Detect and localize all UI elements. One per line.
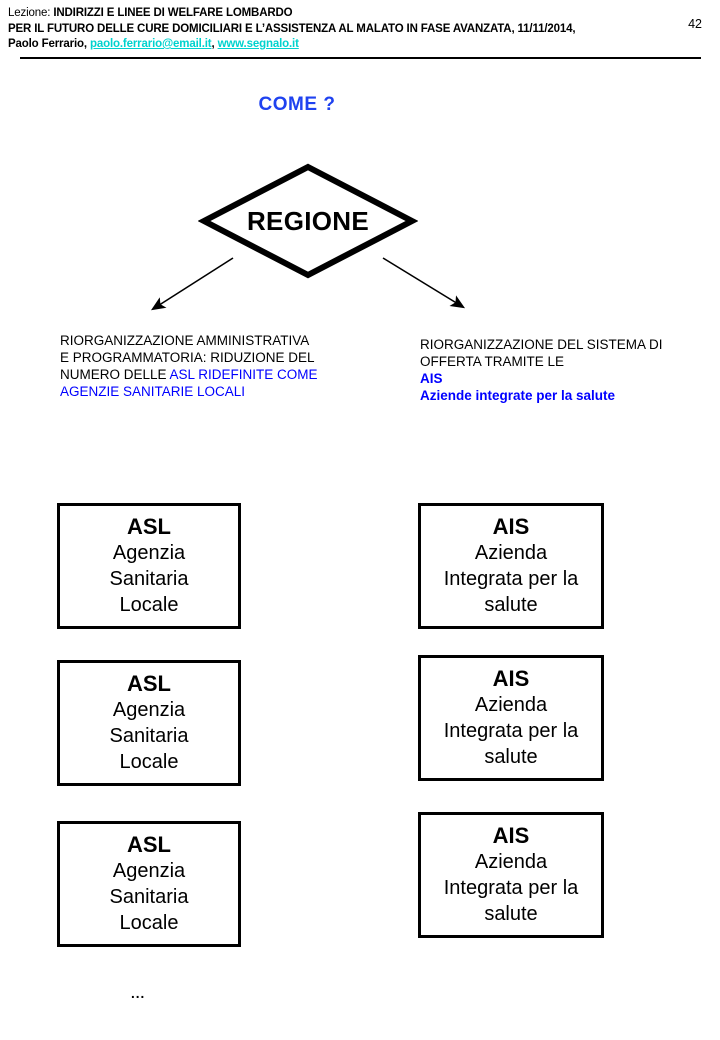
ais-box-3-line-1: Azienda bbox=[474, 851, 548, 873]
asl-box-3-line-2: Sanitaria bbox=[109, 886, 189, 908]
header-website-link[interactable]: www.segnalo.it bbox=[217, 38, 299, 50]
ais-box-1-line-1: Azienda bbox=[474, 542, 548, 564]
asl-box-1-line-3: Locale bbox=[119, 594, 179, 616]
asl-box-3[interactable]: ASL Agenzia Sanitaria Locale bbox=[57, 821, 241, 947]
description-left-black: RIORGANIZZAZIONE AMMINISTRATIVA E PROGRA… bbox=[60, 333, 315, 382]
ais-box-3-acronym: AIS bbox=[492, 823, 530, 848]
ais-box-2-acronym: AIS bbox=[492, 666, 530, 691]
ais-box-3-line-3: salute bbox=[484, 903, 538, 925]
asl-box-3-line-1: Agenzia bbox=[112, 860, 186, 882]
ais-box-1[interactable]: AIS Azienda Integrata per la salute bbox=[418, 503, 604, 629]
description-right-expansion: Aziende integrate per la salute bbox=[420, 388, 616, 403]
header-link-separator: , bbox=[211, 38, 215, 50]
asl-box-2[interactable]: ASL Agenzia Sanitaria Locale bbox=[57, 660, 241, 786]
description-left-asl: RIORGANIZZAZIONE AMMINISTRATIVA E PROGRA… bbox=[60, 332, 320, 400]
description-left-blue: ASL RIDEFINITE COME AGENZIE SANITARIE LO… bbox=[60, 367, 318, 399]
description-right-acronym: AIS bbox=[420, 371, 443, 386]
asl-box-1[interactable]: ASL Agenzia Sanitaria Locale bbox=[57, 503, 241, 629]
asl-box-1-line-2: Sanitaria bbox=[109, 568, 189, 590]
asl-box-2-line-2: Sanitaria bbox=[109, 725, 189, 747]
description-right-black: RIORGANIZZAZIONE DEL SISTEMA DI OFFERTA … bbox=[420, 337, 663, 369]
description-right-ais: RIORGANIZZAZIONE DEL SISTEMA DI OFFERTA … bbox=[420, 336, 675, 404]
asl-box-1-line-1: Agenzia bbox=[112, 542, 186, 564]
ais-box-2-line-1: Azienda bbox=[474, 694, 548, 716]
header-author-name: Paolo Ferrario, bbox=[8, 38, 87, 50]
asl-box-1-acronym: ASL bbox=[127, 514, 171, 539]
continuation-ellipsis: ... bbox=[131, 986, 146, 1001]
regione-diamond-node: REGIONE bbox=[198, 162, 418, 280]
header-line-3: Paolo Ferrario, paolo.ferrario@email.it,… bbox=[8, 37, 658, 53]
ais-box-2-line-2: Integrata per la bbox=[443, 720, 579, 742]
header-course-subtitle: PER IL FUTURO DELLE CURE DOMICILIARI E L… bbox=[8, 22, 576, 35]
ais-box-2-line-3: salute bbox=[484, 746, 538, 768]
header-divider-rule bbox=[20, 57, 701, 59]
asl-box-3-line-3: Locale bbox=[119, 912, 179, 934]
asl-box-2-acronym: ASL bbox=[127, 671, 171, 696]
ais-box-1-line-2: Integrata per la bbox=[443, 568, 579, 590]
asl-box-2-line-3: Locale bbox=[119, 751, 179, 773]
ais-box-1-acronym: AIS bbox=[492, 514, 530, 539]
regione-diamond-label: REGIONE bbox=[246, 205, 369, 236]
page-title: COME ? bbox=[258, 94, 336, 115]
header-line-1: Lezione: INDIRIZZI E LINEE DI WELFARE LO… bbox=[8, 6, 658, 22]
page-number: 42 bbox=[688, 17, 702, 31]
header-line-2: PER IL FUTURO DELLE CURE DOMICILIARI E L… bbox=[8, 22, 658, 38]
ais-box-2[interactable]: AIS Azienda Integrata per la salute bbox=[418, 655, 604, 781]
header-lezione-label: Lezione: bbox=[8, 7, 54, 19]
asl-box-2-line-1: Agenzia bbox=[112, 699, 186, 721]
ais-box-1-line-3: salute bbox=[484, 594, 538, 616]
header-course-title: INDIRIZZI E LINEE DI WELFARE LOMBARDO bbox=[53, 7, 293, 19]
slide-header: Lezione: INDIRIZZI E LINEE DI WELFARE LO… bbox=[8, 6, 658, 53]
ais-box-3[interactable]: AIS Azienda Integrata per la salute bbox=[418, 812, 604, 938]
ais-box-3-line-2: Integrata per la bbox=[443, 877, 579, 899]
asl-box-3-acronym: ASL bbox=[127, 832, 171, 857]
header-email-link[interactable]: paolo.ferrario@email.it bbox=[89, 38, 212, 50]
